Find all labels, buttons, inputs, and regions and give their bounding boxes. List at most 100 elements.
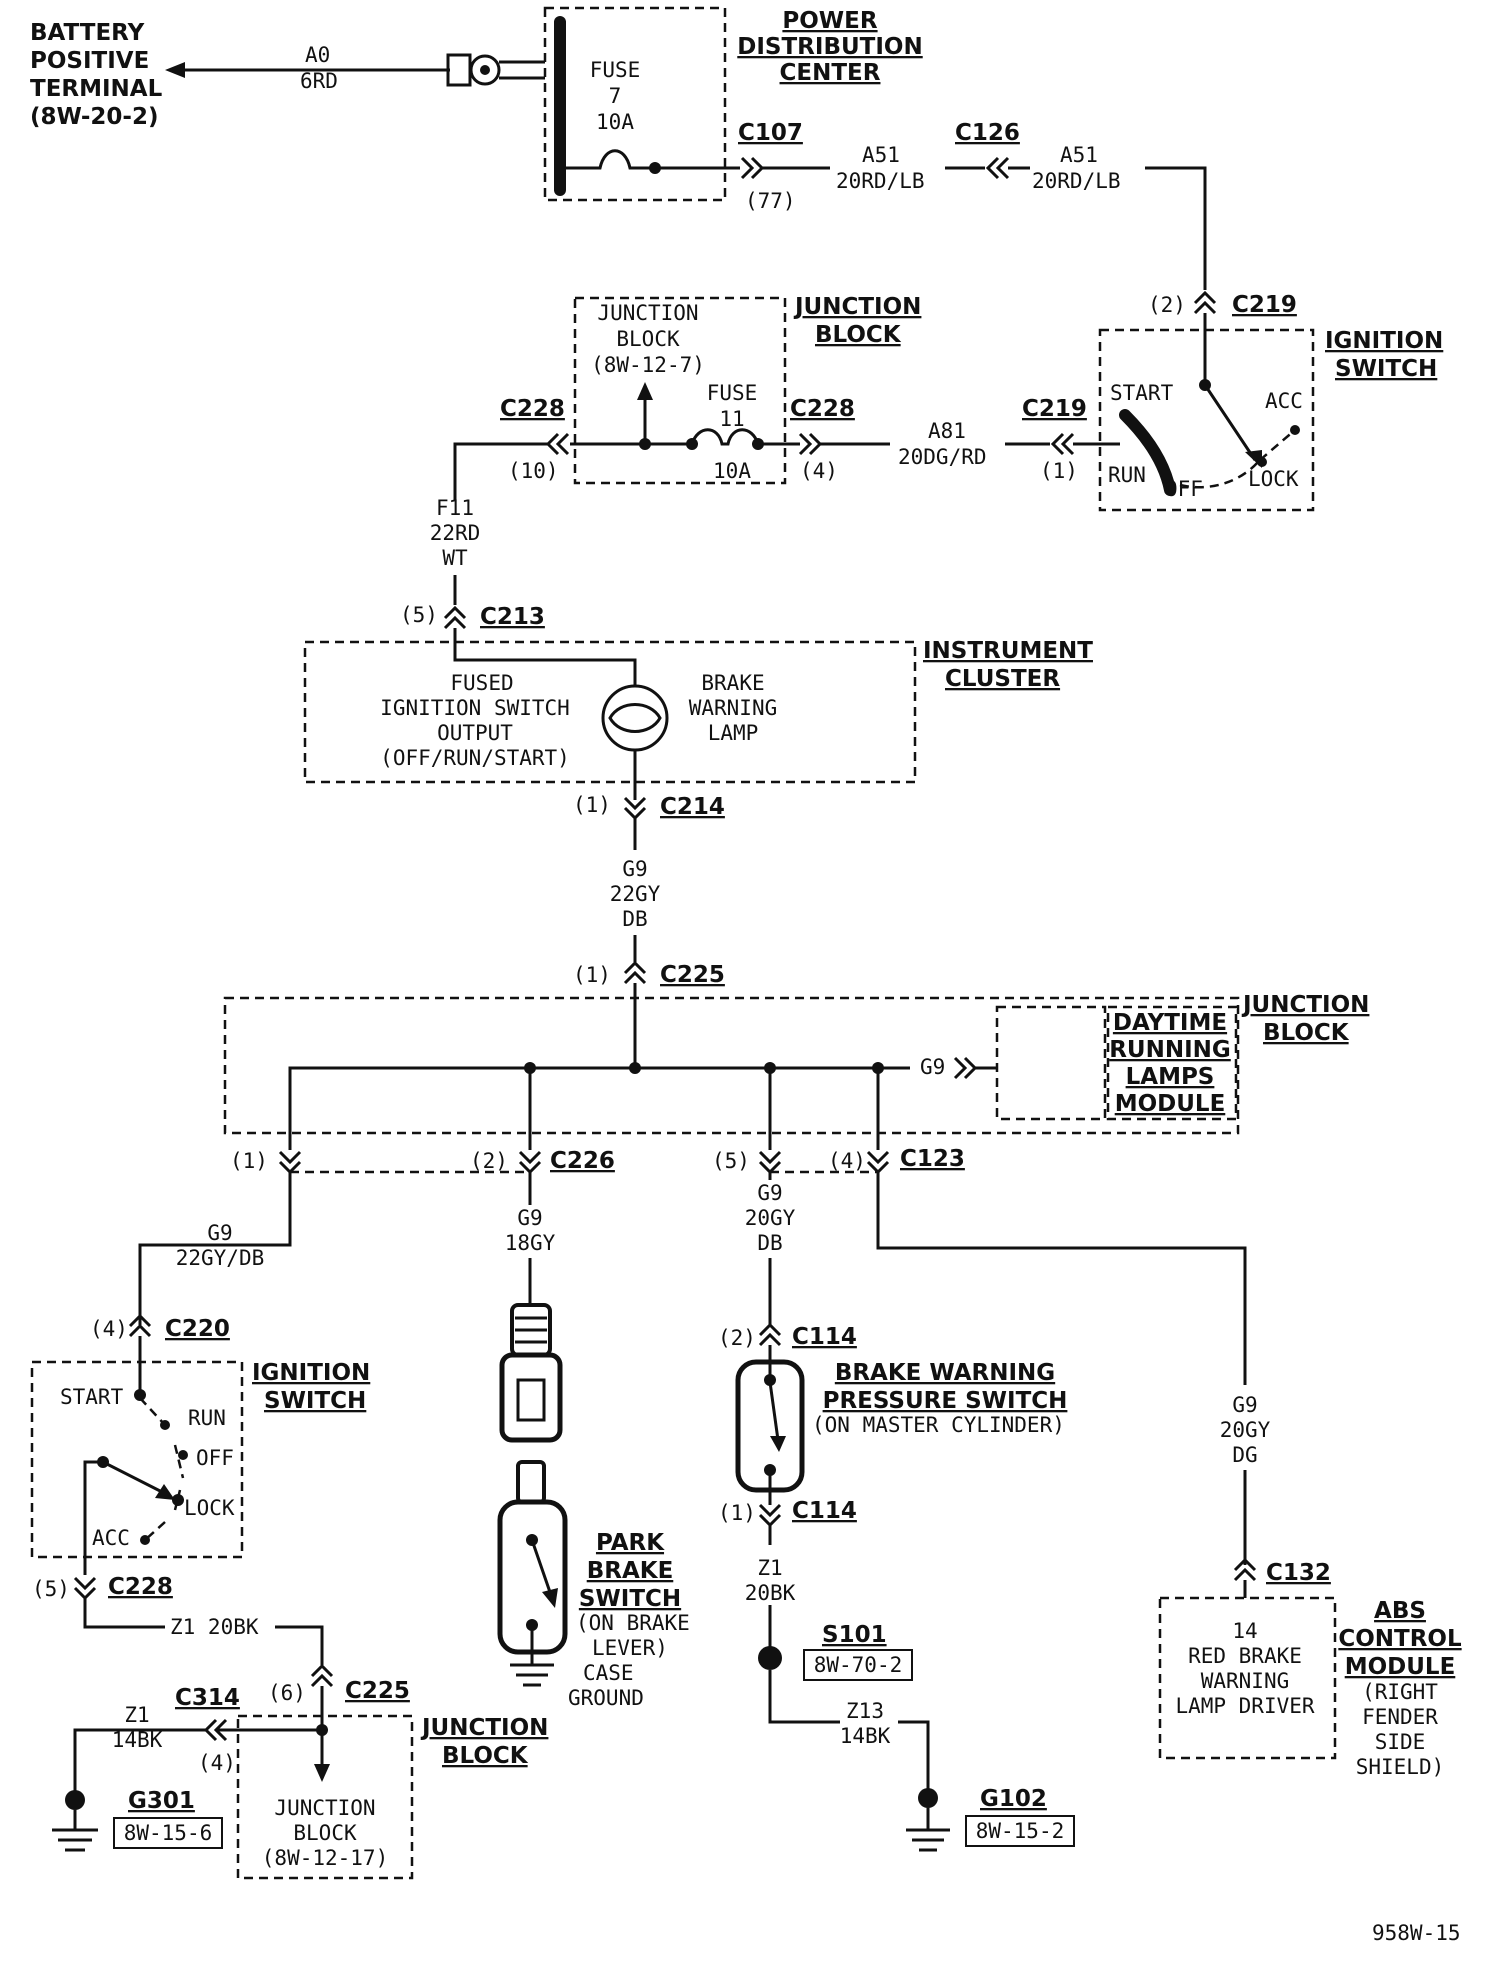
connector-c123-pin4-icon [866, 1150, 890, 1175]
c126-name: C126 [955, 120, 1020, 146]
svg-text:MODULE: MODULE [1345, 1654, 1456, 1680]
fuse-11-icon [570, 428, 782, 446]
wire-a51-left-color: 20RD/LB [836, 169, 925, 193]
arrow-head-icon [165, 62, 185, 78]
svg-text:JUNCTION: JUNCTION [793, 294, 921, 320]
svg-text:SWITCH: SWITCH [264, 1388, 366, 1414]
ign-bottom-start: START [60, 1385, 124, 1409]
ign-top-run: RUN [1108, 463, 1146, 487]
svg-text:22RD: 22RD [430, 521, 481, 545]
c114-top-name: C114 [792, 1324, 857, 1350]
svg-text:JUNCTION: JUNCTION [1241, 992, 1369, 1018]
fused-ignition-output-label: FUSED IGNITION SWITCH OUTPUT (OFF/RUN/ST… [380, 671, 570, 770]
svg-text:10A: 10A [713, 459, 751, 483]
park-brake-title: PARK BRAKE SWITCH [579, 1530, 681, 1612]
battery-clamp-icon [446, 53, 545, 87]
park-brake-switch-icon [497, 1499, 568, 1687]
svg-text:14BK: 14BK [840, 1724, 891, 1748]
splice-g102-dot [918, 1788, 938, 1808]
node-dot [1257, 457, 1267, 467]
c228-right-pin: (4) [800, 459, 838, 483]
abs-module-title: ABS CONTROL MODULE [1338, 1598, 1462, 1680]
drl-g9-label: G9 [920, 1055, 945, 1079]
park-brake-note: (ON BRAKE LEVER) CASE GROUND [568, 1611, 690, 1710]
svg-text:BATTERY: BATTERY [30, 20, 145, 46]
ignition-top-dash-track [1179, 429, 1296, 489]
connector-c225-bottom-icon [310, 1663, 334, 1688]
junction-block-bottom-title: JUNCTION BLOCK [420, 1715, 548, 1769]
svg-text:FUSE: FUSE [590, 58, 641, 82]
wire-g9-c-label: G9 18GY [505, 1206, 556, 1255]
svg-text:DAYTIME: DAYTIME [1113, 1010, 1227, 1036]
junction-block-mid-title: JUNCTION BLOCK [1241, 992, 1369, 1046]
ign-top-start: START [1110, 381, 1174, 405]
svg-text:BLOCK: BLOCK [442, 1743, 529, 1769]
svg-text:GROUND: GROUND [568, 1686, 644, 1710]
wire-a81-color: 20DG/RD [898, 445, 987, 469]
c132-name: C132 [1266, 1560, 1331, 1586]
fuse-11-label: FUSE 11 10A [707, 381, 758, 483]
svg-text:7: 7 [609, 84, 622, 108]
svg-text:BLOCK: BLOCK [293, 1821, 357, 1845]
svg-text:OUTPUT: OUTPUT [437, 721, 513, 745]
pdc-box [543, 6, 727, 202]
svg-text:20GY: 20GY [745, 1206, 796, 1230]
svg-text:LAMP DRIVER: LAMP DRIVER [1175, 1694, 1314, 1718]
g301-ref: 8W-15-6 [124, 1821, 213, 1845]
svg-text:Z1: Z1 [124, 1703, 149, 1727]
instrument-cluster-box [303, 640, 917, 784]
node-dot [160, 1420, 170, 1430]
ign-top-lock: LOCK [1248, 467, 1299, 491]
c225-bottom-name: C225 [345, 1678, 410, 1704]
ign-top-off: OFF [1165, 477, 1203, 501]
svg-text:G9: G9 [1232, 1393, 1257, 1417]
svg-text:G9: G9 [622, 857, 647, 881]
svg-text:Z1: Z1 [757, 1556, 782, 1580]
figure-id: 958W-15 [1372, 1921, 1461, 1945]
wire-z1-14bk [73, 1728, 206, 1795]
wire-g9-e [876, 1172, 1247, 1385]
svg-text:SWITCH: SWITCH [1335, 356, 1437, 382]
brake-pressure-note: (ON MASTER CYLINDER) [812, 1413, 1065, 1437]
svg-text:BRAKE: BRAKE [701, 671, 764, 695]
c219-mid-name: C219 [1022, 396, 1087, 422]
c107-name: C107 [738, 120, 803, 146]
c226-pin1: (1) [230, 1149, 268, 1173]
pdc-title: POWER DISTRIBUTION CENTER [737, 8, 922, 86]
c213-pin: (5) [400, 603, 438, 627]
junction-block-bottom-inner: JUNCTION BLOCK (8W-12-17) [262, 1796, 388, 1870]
c220-pin: (4) [90, 1317, 128, 1341]
c225-top-name: C225 [660, 962, 725, 988]
svg-text:JUNCTION: JUNCTION [597, 301, 698, 325]
c228-bottom-name: C228 [108, 1574, 173, 1600]
wire-a51-right-color: 20RD/LB [1032, 169, 1121, 193]
s101-ref-box [803, 1649, 913, 1681]
wire-z13-label: Z13 14BK [840, 1699, 891, 1748]
junction-block-top-inner: JUNCTION BLOCK (8W-12-7) [591, 301, 705, 377]
c314-pin: (4) [198, 1751, 236, 1775]
c220-name: C220 [165, 1316, 230, 1342]
svg-text:(8W-12-17): (8W-12-17) [262, 1846, 388, 1870]
brake-warning-lamp-label: BRAKE WARNING LAMP [689, 671, 778, 745]
drl-module-box [995, 1005, 1107, 1121]
c123-name: C123 [900, 1146, 965, 1172]
svg-text:(ON BRAKE: (ON BRAKE [576, 1611, 690, 1635]
park-brake-connector-icon [499, 1303, 563, 1504]
ignition-top-contact-arm [1203, 384, 1257, 461]
node-dot [752, 438, 764, 450]
svg-text:SIDE: SIDE [1375, 1730, 1426, 1754]
wire-cluster-feed [453, 628, 637, 685]
c219-top-pin: (2) [1148, 293, 1186, 317]
wire-g9-e-label: G9 20GY DG [1220, 1393, 1271, 1467]
svg-text:IGNITION: IGNITION [252, 1360, 370, 1386]
svg-text:WARNING: WARNING [1201, 1669, 1290, 1693]
c123-pin5: (5) [712, 1149, 750, 1173]
junction-block-bottom-box [236, 1714, 414, 1880]
svg-text:Z13: Z13 [846, 1699, 884, 1723]
svg-text:PRESSURE SWITCH: PRESSURE SWITCH [823, 1388, 1068, 1414]
svg-text:BLOCK: BLOCK [616, 327, 680, 351]
svg-text:DB: DB [622, 907, 647, 931]
svg-text:CENTER: CENTER [780, 60, 881, 86]
c214-name: C214 [660, 794, 725, 820]
connector-c219-top-icon [1193, 290, 1217, 315]
